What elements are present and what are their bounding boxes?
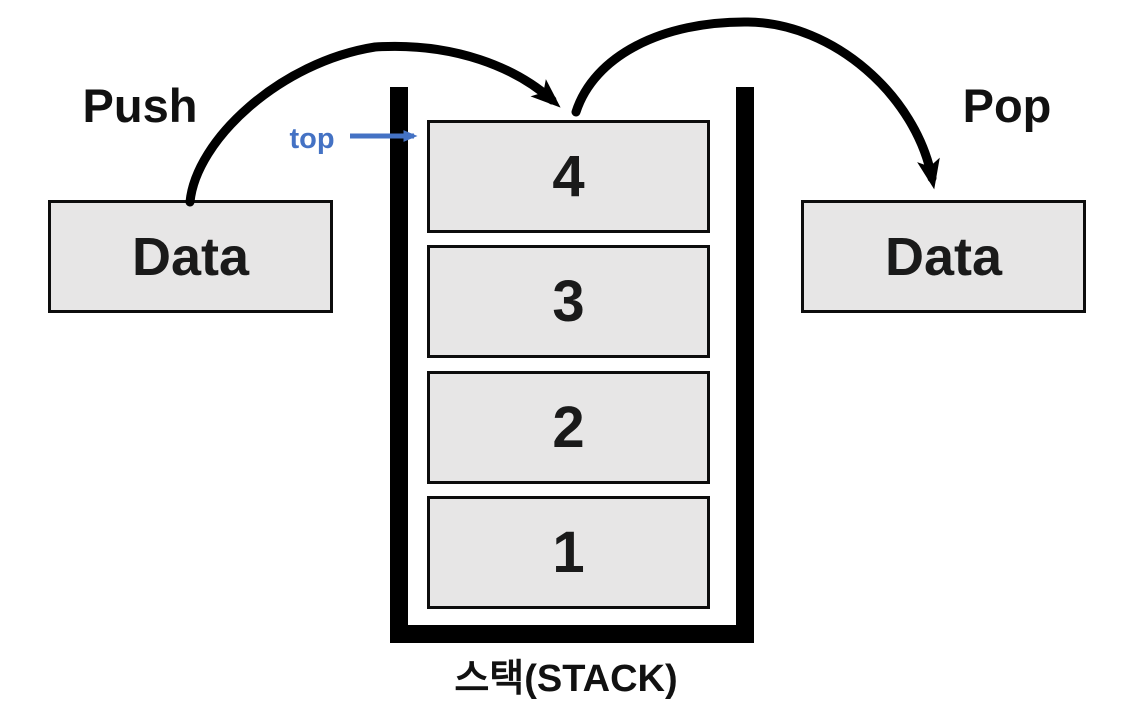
stack-item: 1 — [427, 496, 710, 609]
stack-item-value: 3 — [552, 269, 585, 334]
push-data-box-label: Data — [131, 226, 250, 287]
stack-caption: 스택(STACK) — [454, 657, 678, 700]
stack-container-right-wall — [736, 87, 754, 643]
stack-item-value: 4 — [552, 144, 585, 209]
stack-container-left-wall — [390, 87, 408, 643]
stack-item-top: 4 — [427, 120, 710, 233]
stack-item-value: 1 — [552, 520, 585, 585]
stack-item: 3 — [427, 245, 710, 358]
stack-container-bottom-wall — [390, 625, 754, 643]
pop-data-box-label: Data — [884, 226, 1003, 287]
push-label: Push — [82, 78, 198, 132]
pop-data-box: Data — [801, 200, 1086, 313]
stack-item-value: 2 — [552, 395, 585, 460]
top-pointer-label: top — [289, 122, 335, 155]
stack-item: 2 — [427, 371, 710, 484]
push-data-box: Data — [48, 200, 333, 313]
pop-label: Pop — [962, 78, 1052, 132]
